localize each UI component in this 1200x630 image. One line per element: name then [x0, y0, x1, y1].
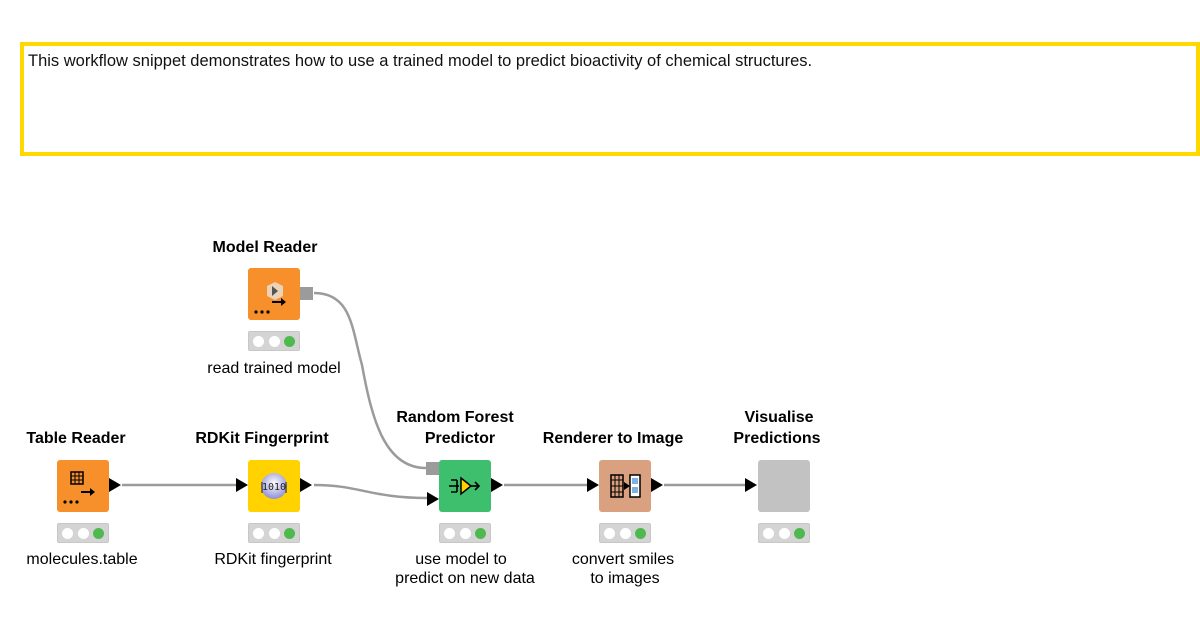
node-label-rf-predictor-line1[interactable]: use model to — [415, 551, 507, 568]
table-reader-icon — [63, 471, 95, 504]
model-reader-icon — [254, 282, 286, 314]
visualise-input-port[interactable] — [745, 478, 757, 492]
rf-predictor-model-input-port[interactable] — [426, 462, 439, 475]
status-model-reader — [248, 331, 300, 351]
status-dot-red — [604, 527, 616, 539]
status-dot-green — [283, 527, 295, 539]
status-dot-red — [763, 527, 775, 539]
status-dot-red — [444, 527, 456, 539]
workflow-annotation[interactable]: This workflow snippet demonstrates how t… — [20, 42, 1200, 156]
node-visualise-predictions[interactable] — [758, 460, 810, 512]
renderer-input-port[interactable] — [587, 478, 599, 492]
rf-predictor-data-input-port[interactable] — [427, 492, 439, 506]
node-label-renderer-line1[interactable]: convert smiles — [571, 551, 675, 568]
node-label-table-reader[interactable]: molecules.table — [26, 551, 138, 568]
node-title-visualise-line1: Visualise — [744, 409, 814, 426]
node-table-reader[interactable] — [57, 460, 109, 512]
renderer-output-port[interactable] — [651, 478, 663, 492]
status-dot-green — [92, 527, 104, 539]
renderer-icon — [610, 474, 641, 498]
node-title-renderer-to-image: Renderer to Image — [542, 430, 684, 447]
status-dot-red — [253, 335, 265, 347]
node-label-model-reader[interactable]: read trained model — [207, 360, 341, 377]
status-dot-green — [474, 527, 486, 539]
status-visualise-predictions — [758, 523, 810, 543]
status-dot-red — [62, 527, 74, 539]
status-dot-yellow — [459, 527, 471, 539]
node-title-rdkit-fingerprint: RDKit Fingerprint — [195, 430, 329, 447]
status-dot-green — [793, 527, 805, 539]
status-dot-yellow — [619, 527, 631, 539]
node-rf-predictor[interactable] — [439, 460, 491, 512]
annotation-text: This workflow snippet demonstrates how t… — [28, 52, 813, 70]
node-title-rf-predictor-line2: Predictor — [424, 430, 496, 447]
node-label-renderer-line2[interactable]: to images — [590, 570, 660, 587]
connection-model-to-predictor — [313, 291, 427, 470]
status-table-reader — [57, 523, 109, 543]
node-title-visualise-line2: Predictions — [733, 430, 821, 447]
fingerprint-icon: 1010 — [261, 473, 287, 499]
node-title-model-reader: Model Reader — [212, 239, 318, 256]
status-dot-yellow — [77, 527, 89, 539]
node-title-rf-predictor-line1: Random Forest — [396, 409, 514, 426]
rdkit-fingerprint-input-port[interactable] — [236, 478, 248, 492]
svg-text:1010: 1010 — [262, 482, 286, 493]
node-label-rf-predictor-line2[interactable]: predict on new data — [395, 570, 535, 587]
status-dot-yellow — [268, 335, 280, 347]
status-rf-predictor — [439, 523, 491, 543]
node-title-table-reader: Table Reader — [26, 430, 126, 447]
node-model-reader[interactable] — [248, 268, 300, 320]
status-dot-yellow — [268, 527, 280, 539]
node-rdkit-fingerprint[interactable]: 1010 — [248, 460, 300, 512]
node-label-rdkit-fingerprint[interactable]: RDKit fingerprint — [214, 551, 332, 568]
rdkit-fingerprint-output-port[interactable] — [300, 478, 312, 492]
predictor-icon — [449, 476, 481, 496]
status-dot-red — [253, 527, 265, 539]
status-dot-green — [634, 527, 646, 539]
connection-fingerprint-to-predictor — [313, 483, 429, 500]
rf-predictor-output-port[interactable] — [491, 478, 503, 492]
node-renderer-to-image[interactable] — [599, 460, 651, 512]
table-reader-output-port[interactable] — [109, 478, 121, 492]
status-dot-green — [283, 335, 295, 347]
model-reader-output-port[interactable] — [300, 287, 313, 300]
status-dot-yellow — [778, 527, 790, 539]
status-rdkit-fingerprint — [248, 523, 300, 543]
status-renderer-to-image — [599, 523, 651, 543]
